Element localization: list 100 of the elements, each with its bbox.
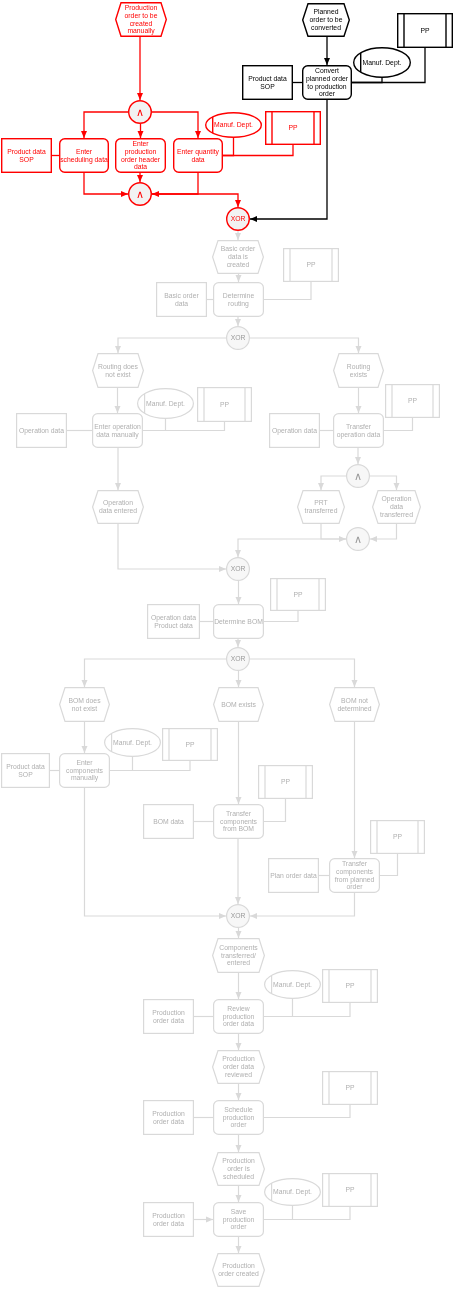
connector-line	[193, 820, 214, 823]
arrow	[235, 927, 242, 939]
arrow	[249, 337, 362, 354]
connector-circle	[346, 527, 370, 551]
event-hexagon	[115, 2, 167, 37]
arrow	[81, 658, 227, 688]
data-box	[156, 282, 207, 317]
org-unit-ellipse	[353, 47, 411, 78]
operator-label: ∧	[354, 532, 362, 546]
arrow	[355, 387, 362, 414]
data-box	[1, 753, 50, 788]
arrow	[355, 447, 361, 465]
event-hexagon	[333, 353, 384, 388]
arrow	[151, 111, 201, 139]
data-box	[16, 413, 67, 448]
arrow	[249, 892, 356, 919]
event-hexagon	[212, 1253, 265, 1287]
connector-line	[263, 610, 299, 623]
connector-line	[379, 853, 399, 877]
arrow	[235, 1134, 242, 1153]
system-box	[270, 578, 326, 611]
connector-line	[351, 47, 426, 84]
event-hexagon	[212, 1050, 265, 1084]
arrow	[249, 658, 358, 688]
org-unit-ellipse	[205, 112, 262, 138]
connector-line	[383, 417, 414, 432]
arrow	[351, 721, 358, 859]
operator-label: ∧	[136, 105, 144, 119]
function-box	[213, 1202, 264, 1237]
data-box	[269, 413, 320, 448]
arrow	[235, 316, 241, 327]
connector-line	[263, 1104, 351, 1119]
arrow	[115, 337, 227, 354]
arrow	[151, 193, 241, 208]
event-hexagon	[59, 687, 110, 722]
arrow	[137, 172, 143, 183]
system-box	[385, 384, 440, 418]
connector-circle	[346, 464, 370, 488]
connector-circle	[226, 904, 250, 928]
arrow	[114, 387, 121, 414]
operator-label: ∧	[136, 187, 144, 201]
connector-circle	[128, 182, 152, 206]
system-box	[197, 387, 252, 422]
arrow	[235, 1083, 242, 1101]
data-box	[143, 1100, 194, 1135]
system-box	[265, 111, 321, 145]
arrow	[81, 721, 88, 754]
data-box	[143, 1202, 194, 1237]
system-box	[370, 820, 425, 854]
arrow	[235, 721, 242, 805]
system-box	[283, 248, 339, 282]
data-box	[143, 804, 194, 839]
system-box	[322, 1071, 378, 1105]
arrow	[318, 475, 347, 491]
function-box	[213, 282, 264, 317]
arrow	[324, 36, 330, 66]
arrow	[235, 638, 241, 648]
event-hexagon	[329, 687, 380, 722]
arrow	[115, 447, 121, 491]
connector-line	[222, 144, 294, 157]
arrow	[235, 1236, 242, 1254]
arrow	[369, 475, 400, 491]
connector-circle	[226, 326, 250, 350]
arrow	[235, 230, 241, 241]
event-hexagon	[212, 938, 265, 973]
connector-circle	[128, 100, 152, 124]
arrow	[83, 787, 227, 919]
org-unit-ellipse	[264, 1178, 321, 1206]
event-hexagon	[302, 3, 350, 37]
event-hexagon	[213, 687, 264, 722]
function-box	[59, 753, 110, 788]
event-hexagon	[297, 490, 345, 524]
operator-label: ∧	[354, 469, 362, 483]
arrow	[235, 580, 242, 605]
system-box	[397, 13, 453, 48]
arrow	[235, 1185, 242, 1203]
connector-circle	[226, 557, 250, 581]
arrow	[137, 36, 143, 101]
connector-line	[263, 281, 312, 301]
function-box	[213, 804, 264, 839]
arrow	[369, 523, 398, 542]
connector-line	[193, 1015, 214, 1018]
arrow	[117, 523, 227, 572]
arrow	[235, 1033, 242, 1051]
system-box	[258, 765, 313, 799]
function-box	[213, 604, 264, 639]
data-box	[268, 858, 319, 893]
arrow	[137, 123, 144, 139]
event-hexagon	[92, 490, 144, 524]
function-box	[213, 999, 264, 1034]
system-box	[322, 1173, 378, 1207]
data-box	[1, 138, 52, 173]
function-box	[92, 413, 143, 448]
connector-circle	[226, 207, 250, 231]
system-box	[162, 728, 218, 761]
arrow	[193, 1216, 214, 1223]
data-box	[147, 604, 200, 639]
event-hexagon	[212, 1152, 265, 1186]
arrow	[235, 838, 241, 905]
function-box	[333, 413, 384, 448]
